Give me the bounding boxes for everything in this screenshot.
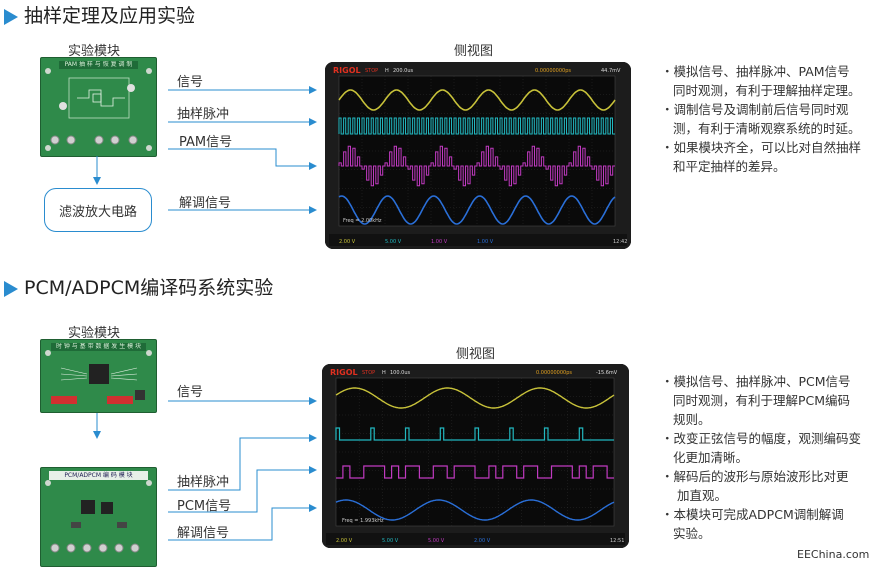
scope1-offset: 0.00000000ps — [535, 68, 571, 74]
bullet-line: ・模拟信号、抽样脉冲、PAM信号 — [661, 64, 850, 79]
scope2-brand: RIGOL — [330, 368, 358, 377]
section1-module-label: 实验模块 — [68, 44, 121, 59]
scope2-freq: Freq = 1.993kHz — [342, 518, 384, 524]
arrow-icon — [4, 8, 18, 25]
filter-amplifier-box: 滤波放大电路 — [44, 188, 152, 232]
bullet-line: ・调制信号及调制前后信号同时观 — [661, 102, 849, 117]
scope1-trigger: 44.7mV — [601, 68, 621, 74]
pam-board-circuit — [45, 68, 152, 151]
bullet-line: ・模拟信号、抽样脉冲、PCM信号 — [661, 374, 851, 389]
section2-title: PCM/ADPCM编译码系统实验 — [4, 273, 273, 300]
scope1-ch2-scale: 5.00 V — [385, 239, 402, 245]
section1-sampling-pulse-label: 抽样脉冲 — [177, 107, 230, 122]
section2-sampling-pulse-label: 抽样脉冲 — [177, 475, 230, 490]
pcm-adpcm-board: PCM/ADPCM 编 码 模 块 — [40, 467, 157, 567]
scope2-ch4-scale: 2.00 V — [474, 538, 491, 544]
bullet-line: ・本模块可完成ADPCM调制解调 — [661, 507, 844, 522]
oscilloscope-2: RIGOL STOP H 100.0us 0.00000000ps -15.6m… — [322, 364, 629, 548]
section2-side-view-label: 侧视图 — [456, 347, 496, 362]
pam-board-title: PAM 抽 样 与 恢 复 调 制 — [59, 61, 138, 69]
scope2-timebase: 100.0us — [390, 370, 410, 376]
credit-watermark: EEChina.com — [797, 548, 870, 561]
bullet-line: 同时观测，有利于理解PCM编码 — [673, 393, 851, 408]
section1-side-view-label: 侧视图 — [454, 44, 494, 59]
oscilloscope-1: RIGOL STOP H 200.0us 0.00000000ps 44.7mV… — [325, 62, 631, 249]
scope1-ch4-scale: 1.00 V — [477, 239, 494, 245]
bullet-line: 实验。 — [673, 526, 711, 541]
bullet-line: 加直观。 — [677, 488, 728, 503]
scope1-time: 12:42 — [613, 239, 627, 245]
section1-pam-signal-label: PAM信号 — [179, 135, 233, 150]
clock-board-title: 时 钟 与 基 带 数 据 发 生 模 块 — [51, 343, 146, 351]
svg-text:H: H — [385, 68, 389, 74]
bullet-line: ・解码后的波形与原始波形比对更 — [661, 469, 849, 484]
scope2-offset: 0.00000000ps — [536, 370, 572, 376]
bullet-line: 同时观测，有利于理解抽样定理。 — [673, 83, 861, 98]
pcm-board-title: PCM/ADPCM 编 码 模 块 — [49, 471, 148, 480]
scope2-time: 12:51 — [610, 538, 624, 544]
svg-text:H: H — [382, 370, 386, 376]
section2-module-label: 实验模块 — [68, 326, 121, 341]
pam-board: PAM 抽 样 与 恢 复 调 制 — [40, 57, 157, 157]
bullet-line: ・改变正弦信号的幅度，观测编码变 — [661, 431, 862, 446]
scope2-ch2-scale: 5.00 V — [382, 538, 399, 544]
scope1-ch3-scale: 1.00 V — [431, 239, 448, 245]
scope1-brand: RIGOL — [333, 66, 361, 75]
bullet-line: 规则。 — [673, 412, 711, 427]
scope1-freq: Freq = 2.00kHz — [343, 218, 382, 224]
section1-bullets: ・模拟信号、抽样脉冲、PAM信号 同时观测，有利于理解抽样定理。 ・调制信号及调… — [661, 62, 861, 176]
oscilloscope-1-screen: RIGOL STOP H 200.0us 0.00000000ps 44.7mV… — [325, 62, 631, 249]
scope1-status: STOP — [365, 68, 378, 74]
scope1-ch1-scale: 2.00 V — [339, 239, 356, 245]
section2-signal-label: 信号 — [177, 385, 204, 400]
scope2-ch3-scale: 5.00 V — [428, 538, 445, 544]
scope2-trigger: -15.6mV — [596, 370, 618, 376]
scope1-timebase: 200.0us — [393, 68, 413, 74]
section1-title: 抽样定理及应用实验 — [4, 1, 195, 28]
section2-bullets: ・模拟信号、抽样脉冲、PCM信号 同时观测，有利于理解PCM编码 规则。 ・改变… — [661, 372, 861, 543]
clock-data-board: 时 钟 与 基 带 数 据 发 生 模 块 — [40, 339, 157, 413]
scope2-status: STOP — [362, 370, 375, 376]
section2-pcm-signal-label: PCM信号 — [177, 499, 232, 514]
section2-demod-signal-label: 解调信号 — [177, 526, 230, 541]
section1-demod-signal-label: 解调信号 — [179, 196, 232, 211]
scope2-ch1-scale: 2.00 V — [336, 538, 353, 544]
bullet-line: ・如果模块齐全，可以比对自然抽样 — [661, 140, 862, 155]
bullet-line: 测，有利于清晰观察系统的时延。 — [673, 121, 861, 136]
bullet-line: 和平定抽样的差异。 — [673, 159, 786, 174]
bullet-line: 化更加清晰。 — [673, 450, 749, 465]
arrow-icon — [4, 280, 18, 297]
section1-signal-label: 信号 — [177, 75, 204, 90]
oscilloscope-2-screen: RIGOL STOP H 100.0us 0.00000000ps -15.6m… — [322, 364, 629, 548]
